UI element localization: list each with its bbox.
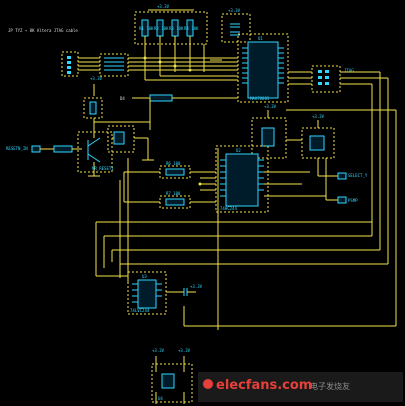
svg-text:+3.3V: +3.3V (157, 4, 170, 9)
svg-text:R4 10K: R4 10K (184, 26, 199, 31)
svg-text:RESETN_IN: RESETN_IN (6, 146, 28, 151)
chip-u2: U2 74HC244 (198, 145, 326, 213)
return-bus (95, 109, 397, 330)
svg-text:U1: U1 (258, 36, 263, 41)
svg-text:R7 100: R7 100 (166, 191, 181, 196)
svg-text:NR_RESET1: NR_RESET1 (92, 166, 114, 171)
reset-pullup: +3.3V (83, 76, 103, 130)
svg-text:U2: U2 (236, 148, 241, 153)
svg-text:JTAG: JTAG (344, 68, 354, 73)
chip-u1: U1 MAX7000S (237, 33, 289, 103)
svg-text:R3 10K: R3 10K (169, 26, 184, 31)
svg-text:+3.3V: +3.3V (264, 104, 277, 109)
svg-text:+3.3V: +3.3V (178, 348, 191, 353)
svg-text:+3.3V: +3.3V (228, 8, 241, 13)
watermark-logo: elecfans.com 电子发烧友 (198, 372, 403, 402)
svg-text:电子发烧友: 电子发烧友 (310, 381, 350, 391)
svg-text:74LVC244: 74LVC244 (130, 308, 150, 313)
svg-text:U4: U4 (158, 396, 163, 401)
svg-text:+3.3V: +3.3V (152, 348, 165, 353)
pullup-resistor-array: +3.3V R1 10K R2 10K R3 10K R4 10K (134, 4, 208, 45)
svg-text:+3.3V: +3.3V (90, 76, 103, 81)
svg-text:MAX7000S: MAX7000S (250, 96, 270, 101)
d4-line: D4 (94, 94, 238, 130)
svg-text:U3: U3 (142, 274, 147, 279)
reset-transistor: RESETN_IN NR_RESET1 (6, 125, 154, 177)
select-driver: +3.3V +3.3V SELECT_Y PSMP (251, 104, 368, 204)
top-bus-wires (78, 36, 238, 81)
decoupling-capacitors: +3.3V (221, 8, 251, 43)
svg-text:R2 10K: R2 10K (154, 26, 169, 31)
svg-text:PSMP: PSMP (348, 198, 358, 203)
title-note: JP TYZ → 8K Altera JTAG cable (8, 28, 78, 33)
svg-text:D4: D4 (120, 96, 125, 101)
svg-text:R6 100: R6 100 (166, 161, 181, 166)
bottom-regulator: +3.3V +3.3V U4 (151, 348, 193, 404)
svg-text:SELECT_Y: SELECT_Y (348, 173, 368, 178)
svg-text:+3.3V: +3.3V (190, 284, 203, 289)
jtag-connector-right: JTAG (288, 65, 389, 264)
svg-text:elecfans.com: elecfans.com (216, 378, 312, 393)
svg-text:+3.3V: +3.3V (312, 114, 325, 119)
jtag-header-left (61, 51, 129, 77)
svg-text:R1 10K: R1 10K (139, 26, 154, 31)
svg-text:74HC244: 74HC244 (220, 206, 237, 211)
series-resistors: R6 100 R7 100 (123, 161, 216, 209)
chip-u3: U3 74LVC244 +3.3V (127, 271, 203, 315)
